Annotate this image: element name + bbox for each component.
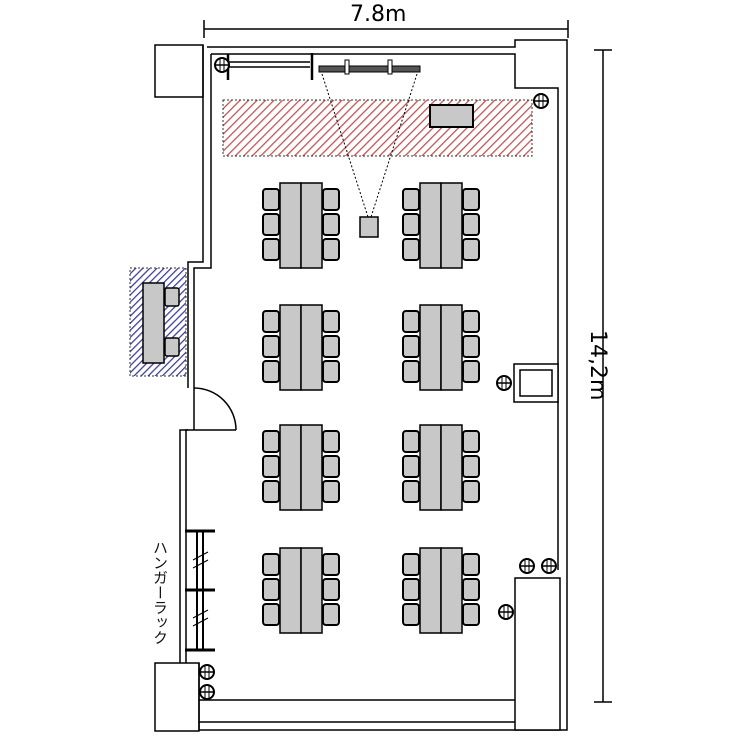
outlet-icon — [533, 93, 549, 109]
walls — [154, 39, 568, 732]
dimension-height-line — [594, 49, 612, 703]
chair — [402, 430, 420, 453]
chair — [322, 553, 340, 576]
chair — [322, 188, 340, 211]
chair — [262, 238, 280, 261]
hanger-rack-label: ハンガーラック — [151, 540, 169, 645]
reception-chairs — [164, 287, 180, 357]
table-group — [262, 304, 340, 391]
chair — [462, 480, 480, 503]
chair — [322, 238, 340, 261]
table — [440, 547, 463, 634]
chair — [462, 188, 480, 211]
chair — [262, 455, 280, 478]
chair — [322, 603, 340, 626]
table — [300, 424, 323, 511]
table-group — [402, 547, 480, 634]
chair — [462, 578, 480, 601]
chair — [402, 455, 420, 478]
chair — [462, 360, 480, 383]
chair — [262, 603, 280, 626]
table-group — [402, 424, 480, 511]
outlet-icon — [214, 57, 230, 73]
table — [419, 304, 442, 391]
table — [419, 424, 442, 511]
table — [300, 304, 323, 391]
pillar-right — [513, 363, 559, 403]
outlet-icon — [498, 604, 514, 620]
chair — [402, 360, 420, 383]
table — [419, 182, 442, 269]
hanger-rack — [185, 529, 215, 652]
height-dimension-label: 14,2m — [585, 330, 610, 401]
table-group — [262, 547, 340, 634]
table-group — [402, 304, 480, 391]
chair — [402, 578, 420, 601]
chair — [402, 335, 420, 358]
chair — [402, 480, 420, 503]
projector-screen — [318, 59, 421, 75]
chair — [462, 310, 480, 333]
chair — [322, 335, 340, 358]
chair — [462, 603, 480, 626]
chair — [462, 213, 480, 236]
chair — [262, 213, 280, 236]
table — [279, 304, 302, 391]
outlet-icon — [199, 664, 215, 680]
chair — [322, 455, 340, 478]
door — [193, 387, 237, 431]
dimension-width-line — [203, 20, 569, 38]
table-groups — [262, 182, 480, 634]
chair — [462, 430, 480, 453]
width-dimension-label: 7.8m — [350, 2, 407, 27]
chair — [322, 578, 340, 601]
chair — [262, 310, 280, 333]
chair — [322, 430, 340, 453]
outlet-icon — [496, 375, 512, 391]
chair — [462, 553, 480, 576]
chair — [322, 213, 340, 236]
chair — [462, 455, 480, 478]
chair — [402, 213, 420, 236]
chair — [402, 238, 420, 261]
chair — [462, 238, 480, 261]
chair — [402, 188, 420, 211]
chair — [322, 310, 340, 333]
table — [440, 304, 463, 391]
table — [440, 182, 463, 269]
table — [279, 424, 302, 511]
chair — [262, 335, 280, 358]
chair — [262, 188, 280, 211]
table — [440, 424, 463, 511]
table — [300, 182, 323, 269]
chair — [402, 603, 420, 626]
outlet-icon — [541, 558, 557, 574]
stage-area — [222, 99, 533, 157]
chair — [262, 480, 280, 503]
lectern — [429, 104, 474, 128]
outlet-icon — [519, 558, 535, 574]
whiteboard-rail — [226, 53, 314, 80]
table-group — [402, 182, 480, 269]
table-group — [262, 182, 340, 269]
chair — [262, 360, 280, 383]
chair — [462, 335, 480, 358]
chair — [402, 310, 420, 333]
projection-beam — [321, 73, 418, 218]
chair — [322, 480, 340, 503]
table — [300, 547, 323, 634]
chair — [402, 553, 420, 576]
chair — [262, 430, 280, 453]
chair — [262, 553, 280, 576]
table — [279, 182, 302, 269]
chair — [262, 578, 280, 601]
table — [419, 547, 442, 634]
table-group — [262, 424, 340, 511]
outlet-icon — [199, 684, 215, 700]
projector — [359, 216, 379, 238]
chair — [322, 360, 340, 383]
reception-table — [142, 282, 165, 364]
table — [279, 547, 302, 634]
